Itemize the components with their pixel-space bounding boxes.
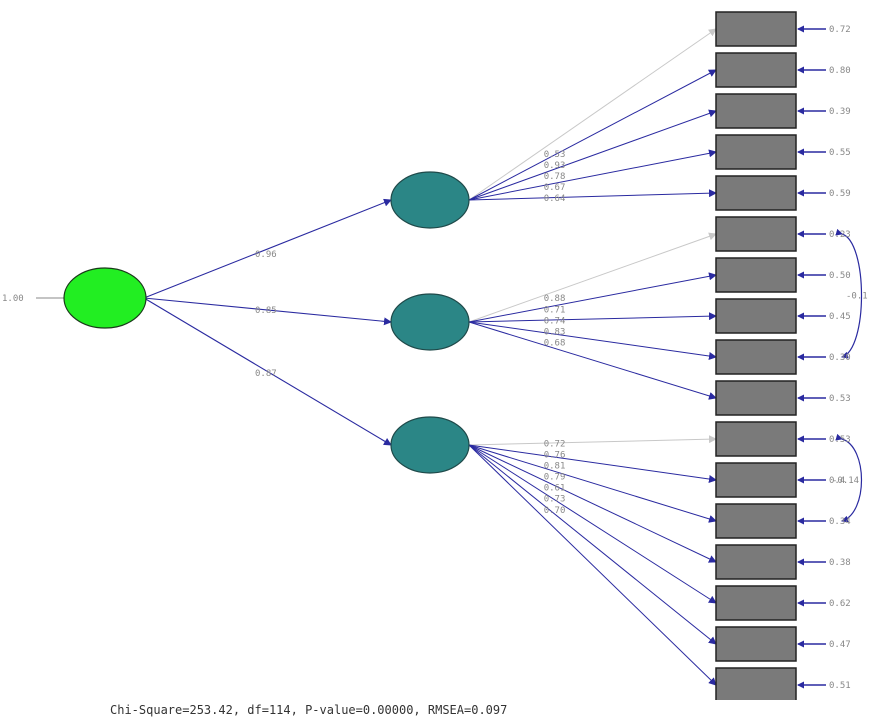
latent-factor-node — [390, 416, 470, 474]
indicator-box — [715, 216, 797, 252]
loading-path — [468, 321, 717, 400]
indicator-box — [715, 11, 797, 47]
loading-label: 0.79 — [544, 473, 566, 483]
indicator-box — [715, 544, 797, 580]
loading-label: 0.61 — [544, 484, 566, 494]
loading-label: 0.74 — [544, 316, 566, 326]
loading-path — [468, 321, 717, 360]
indicator-box — [715, 421, 797, 457]
loading-path — [468, 444, 717, 563]
indicator-box — [715, 257, 797, 293]
error-covariance-label: -0.1 — [846, 292, 868, 302]
structural-path — [143, 198, 392, 299]
error-variance-label: 0.23 — [829, 230, 851, 240]
loading-label: 0.88 — [544, 294, 566, 304]
error-variance-label: 0.30 — [829, 353, 851, 363]
error-variance-label: 0.59 — [829, 189, 851, 199]
root-variance-label: 1.00 — [2, 294, 24, 304]
loading-path — [468, 444, 717, 523]
fit-statistics: Chi-Square=253.42, df=114, P-value=0.000… — [110, 703, 508, 717]
indicator-box — [715, 52, 797, 88]
error-variance-label: 0.51 — [829, 681, 851, 691]
indicator-box — [715, 380, 797, 416]
latent-factor-node — [390, 293, 470, 351]
loading-label: 0.76 — [544, 450, 566, 460]
error-variance-label: 0.80 — [829, 66, 851, 76]
indicator-box — [715, 93, 797, 129]
indicator-box — [715, 175, 797, 211]
loading-label: 0.81 — [544, 462, 566, 472]
loading-path — [468, 444, 717, 686]
error-variance-label: 0.39 — [829, 107, 851, 117]
loading-path — [468, 312, 717, 323]
error-variance-label: 0.45 — [829, 312, 851, 322]
loading-label: 0.72 — [544, 439, 566, 449]
error-variance-label: 0.4 — [829, 476, 845, 486]
loading-path — [468, 28, 717, 201]
structural-loading-label: 0.85 — [255, 306, 277, 316]
error-variance-label: 0.38 — [829, 558, 851, 568]
indicator-box — [715, 503, 797, 539]
loading-label: 0.64 — [544, 194, 566, 204]
structural-loading-label: 0.96 — [255, 250, 277, 260]
loading-label: 0.71 — [544, 305, 566, 315]
structural-path — [143, 297, 392, 326]
loading-label: 0.93 — [544, 161, 566, 171]
loading-label: 0.70 — [544, 506, 566, 516]
loading-path — [468, 109, 717, 201]
error-variance-label: 0.53 — [829, 435, 851, 445]
loading-path — [468, 435, 717, 446]
error-variance-label: 0.72 — [829, 25, 851, 35]
error-covariance-arc — [835, 228, 862, 359]
error-variance-label: 0.62 — [829, 599, 851, 609]
indicator-box — [715, 667, 797, 700]
error-variance-label: 0.53 — [829, 394, 851, 404]
path-diagram: 1.00 0.96 0.85 0.87 0.53 0.72 0.93 0.80 0.78 0.39… — [2, 11, 868, 700]
indicator-box — [715, 339, 797, 375]
structural-loading-label: 0.87 — [255, 369, 277, 379]
loading-path — [468, 232, 717, 323]
indicator-box — [715, 298, 797, 334]
indicator-box — [715, 585, 797, 621]
loading-path — [468, 69, 717, 201]
loading-label: 0.78 — [544, 172, 566, 182]
indicator-box — [715, 462, 797, 498]
loading-path — [468, 149, 717, 201]
loading-path — [468, 444, 717, 483]
loading-path — [468, 189, 717, 201]
loading-path — [468, 444, 717, 645]
latent-factor-node — [390, 171, 470, 229]
loading-label: 0.73 — [544, 495, 566, 505]
error-variance-label: 0.55 — [829, 148, 851, 158]
loading-label: 0.68 — [544, 339, 566, 349]
loading-label: 0.83 — [544, 327, 566, 337]
structural-path — [143, 297, 392, 446]
root-latent-node — [63, 267, 147, 329]
error-covariance-arc — [835, 433, 862, 523]
loading-label: 0.67 — [544, 183, 566, 193]
error-covariance-label: -0.14 — [832, 476, 859, 486]
loading-path — [468, 272, 717, 323]
indicator-box — [715, 626, 797, 662]
loading-path — [468, 444, 717, 604]
error-variance-label: 0.34 — [829, 517, 851, 527]
loading-label: 0.53 — [544, 150, 566, 160]
error-variance-label: 0.50 — [829, 271, 851, 281]
error-variance-label: 0.47 — [829, 640, 851, 650]
indicator-box — [715, 134, 797, 170]
